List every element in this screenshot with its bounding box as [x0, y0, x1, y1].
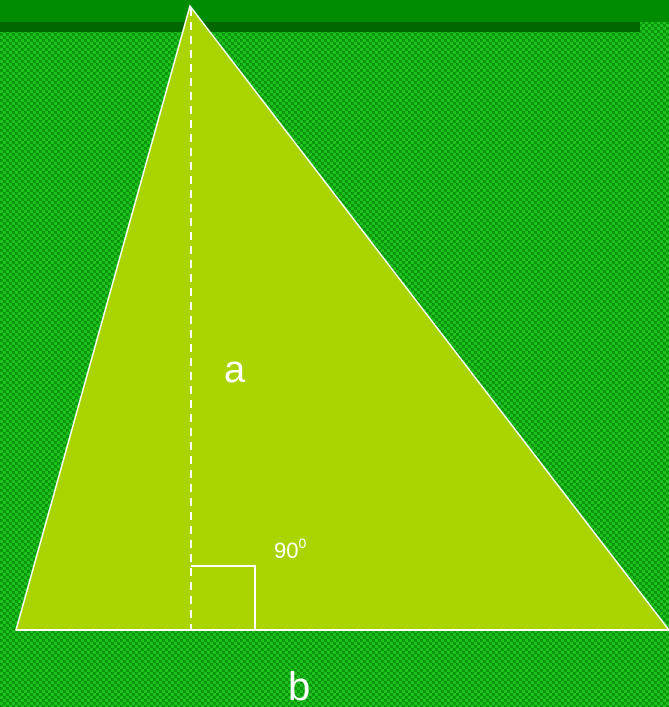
top-band-shadow [0, 22, 640, 32]
angle-label: 900 [274, 535, 306, 563]
base-label: b [288, 665, 310, 707]
top-band [0, 0, 669, 22]
angle-value: 90 [274, 538, 298, 563]
right-angle-marker [191, 565, 256, 630]
height-label: a [224, 349, 246, 391]
angle-degree-superscript: 0 [298, 535, 306, 551]
